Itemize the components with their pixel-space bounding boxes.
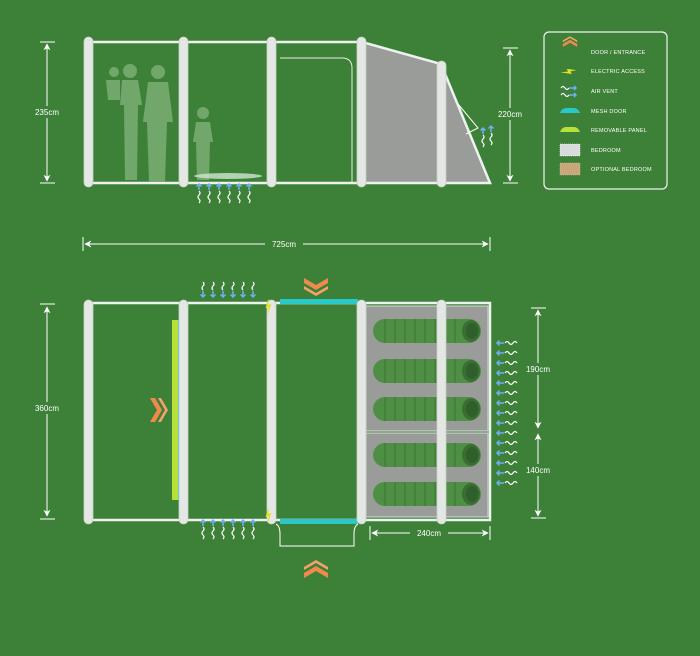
mesh-door [280, 299, 358, 304]
legend-label: DOOR / ENTRANCE [591, 50, 645, 56]
legend-label: BEDROOM [591, 148, 621, 154]
air-vent-icon [496, 339, 518, 487]
legend-label: ELECTRIC ACCESS [591, 69, 645, 75]
length-label: 725cm [272, 240, 296, 249]
pole [436, 299, 447, 525]
air-vent-icon [560, 85, 578, 98]
pole [356, 36, 367, 188]
bedroom-large-label: 190cm [526, 365, 550, 374]
door-entrance-icon [150, 398, 168, 422]
side-height-left-label: 235cm [35, 108, 59, 117]
door-entrance-icon [304, 278, 328, 296]
side-height-right-label: 220cm [498, 110, 522, 119]
pole [266, 299, 277, 525]
legend: DOOR / ENTRANCE ELECTRIC ACCESS AIR VENT… [543, 31, 668, 190]
chevron-icon [562, 36, 578, 47]
air-vent-icon [479, 125, 495, 148]
floor-vent-mark [194, 173, 262, 179]
mesh-door-icon [560, 108, 580, 113]
mesh-door [280, 519, 358, 524]
door-porch-outline [275, 523, 359, 547]
air-vent-icon [199, 519, 257, 540]
bedroom-swatch-icon [559, 143, 581, 157]
rear-vent-flap [457, 103, 479, 135]
removable-panel-icon [560, 127, 580, 132]
floor-width-label: 360cm [35, 404, 59, 413]
floor-plan: 360cm 190cm 140cm 240cm [32, 278, 553, 578]
legend-label: OPTIONAL BEDROOM [591, 167, 652, 173]
removable-panel [172, 320, 178, 500]
side-view: 235cm 220cm 725cm [32, 36, 526, 251]
air-vent-icon [199, 281, 257, 298]
pole [178, 299, 189, 525]
side-door-outline [280, 57, 353, 183]
bedroom-small-label: 140cm [526, 466, 550, 475]
legend-label: AIR VENT [591, 89, 618, 95]
pole [178, 36, 189, 188]
pole [83, 299, 94, 525]
lightning-icon [560, 64, 578, 79]
bedroom-depth-label: 240cm [417, 529, 441, 538]
legend-label: MESH DOOR [591, 109, 627, 115]
people-silhouette-icon [106, 64, 213, 182]
pole [436, 60, 447, 188]
pole [356, 299, 367, 525]
pole [266, 36, 277, 188]
legend-label: REMOVABLE PANEL [591, 128, 647, 134]
bedroom-side-fill [365, 44, 441, 183]
optional-bedroom-swatch-icon [559, 162, 581, 176]
pole [83, 36, 94, 188]
air-vent-icon [195, 183, 253, 204]
door-entrance-icon [304, 560, 328, 578]
